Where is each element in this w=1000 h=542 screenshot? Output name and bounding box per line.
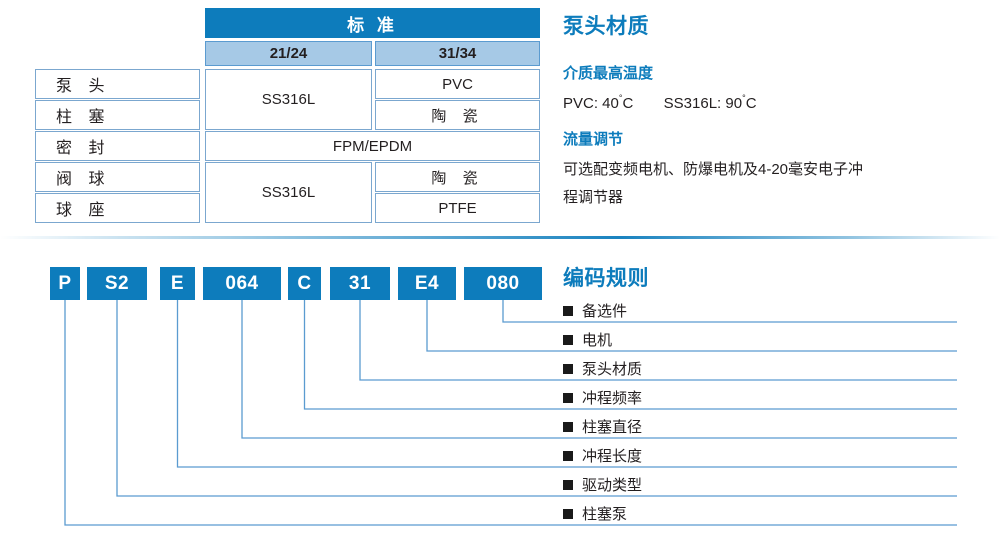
table-row-label-pump-head: 泵 头	[35, 69, 200, 99]
bullet-square-icon	[563, 508, 573, 519]
flow-adjustment-line-2: 程调节器	[563, 188, 624, 206]
pump-head-material-panel: 泵头材质 介质最高温度 PVC: 40°C SS316L: 90°C 流量调节 …	[563, 10, 983, 222]
table-cell-pump-head-3134: PVC	[375, 69, 540, 99]
legend-item-3: 冲程频率	[563, 387, 642, 408]
legend-item-0: 备选件	[563, 300, 627, 321]
coding-rule-title: 编码规则	[563, 267, 649, 290]
connector-line-6	[116, 300, 957, 497]
bullet-square-icon	[563, 334, 573, 345]
legend-item-label: 电机	[582, 332, 613, 349]
bullet-square-icon	[563, 363, 573, 374]
legend-item-4: 柱塞直径	[563, 416, 642, 437]
code-segment-e4[interactable]: E4	[398, 267, 456, 300]
legend-item-1: 电机	[563, 329, 612, 350]
flow-adjustment-heading: 流量调节	[563, 131, 624, 149]
code-segment-080[interactable]: 080	[464, 267, 542, 300]
legend-item-label: 备选件	[582, 303, 628, 320]
table-row-label-valve-ball: 阀 球	[35, 162, 200, 192]
table-row-label-ball-seat: 球 座	[35, 193, 200, 223]
pump-head-title: 泵头材质	[563, 15, 649, 38]
bullet-square-icon	[563, 421, 573, 432]
code-segment-064[interactable]: 064	[203, 267, 281, 300]
spec-table-header-standard: 标 准	[205, 8, 540, 38]
connector-line-1	[426, 300, 957, 352]
spec-table-header-3134: 31/34	[375, 41, 540, 66]
legend-item-label: 冲程频率	[582, 390, 643, 407]
code-segment-p[interactable]: P	[50, 267, 80, 300]
connector-line-2	[359, 300, 957, 381]
legend-item-5: 冲程长度	[563, 445, 642, 466]
temp-ss316l-value: SS316L: 90	[663, 95, 743, 112]
code-segment-31[interactable]: 31	[330, 267, 390, 300]
temp-pvc-value: PVC: 40	[563, 95, 619, 112]
spec-table: 标 准 21/24 31/34 泵 头 PVC SS316L 柱 塞 陶 瓷 密…	[35, 8, 540, 223]
bullet-square-icon	[563, 450, 573, 461]
legend-item-label: 泵头材质	[582, 361, 643, 378]
legend-item-label: 柱塞泵	[582, 506, 628, 523]
table-row-label-seal: 密 封	[35, 131, 200, 161]
table-cell-ball-seat-3134: PTFE	[375, 193, 540, 223]
table-cell-merged-ss316l-top: SS316L	[205, 69, 372, 130]
table-cell-plunger-3134: 陶 瓷	[375, 100, 540, 130]
degree-icon: °	[742, 93, 746, 103]
bullet-square-icon	[563, 479, 573, 490]
max-temperature-heading: 介质最高温度	[563, 65, 654, 82]
code-segment-c[interactable]: C	[288, 267, 321, 300]
degree-icon: °	[618, 93, 623, 103]
connector-line-5	[176, 300, 957, 468]
flow-adjustment-line-1: 可选配变频电机、防爆电机及4-20毫安电子冲	[563, 161, 864, 179]
table-cell-merged-ss316l-bottom: SS316L	[205, 162, 372, 223]
temp-ss316l-unit: C	[745, 95, 757, 112]
legend-item-label: 冲程长度	[582, 448, 643, 465]
table-row-label-plunger: 柱 塞	[35, 100, 200, 130]
legend-item-label: 柱塞直径	[582, 419, 643, 436]
legend-item-6: 驱动类型	[563, 474, 642, 495]
table-cell-seal-full: FPM/EPDM	[205, 131, 540, 161]
code-segment-s2[interactable]: S2	[87, 267, 147, 300]
bullet-square-icon	[563, 392, 573, 403]
code-segment-e[interactable]: E	[160, 267, 195, 300]
section-divider	[0, 236, 1000, 239]
legend-item-7: 柱塞泵	[563, 503, 627, 524]
temp-pvc-unit: C	[622, 95, 634, 112]
max-temperature-values: PVC: 40°C SS316L: 90°C	[563, 92, 983, 115]
legend-item-label: 驱动类型	[582, 477, 643, 494]
bullet-square-icon	[563, 305, 573, 316]
legend-item-2: 泵头材质	[563, 358, 642, 379]
connector-line-7	[64, 300, 957, 526]
spec-table-header-2124: 21/24	[205, 41, 372, 66]
table-cell-valve-ball-3134: 陶 瓷	[375, 162, 540, 192]
coding-rule-panel: 编码规则	[563, 262, 983, 292]
